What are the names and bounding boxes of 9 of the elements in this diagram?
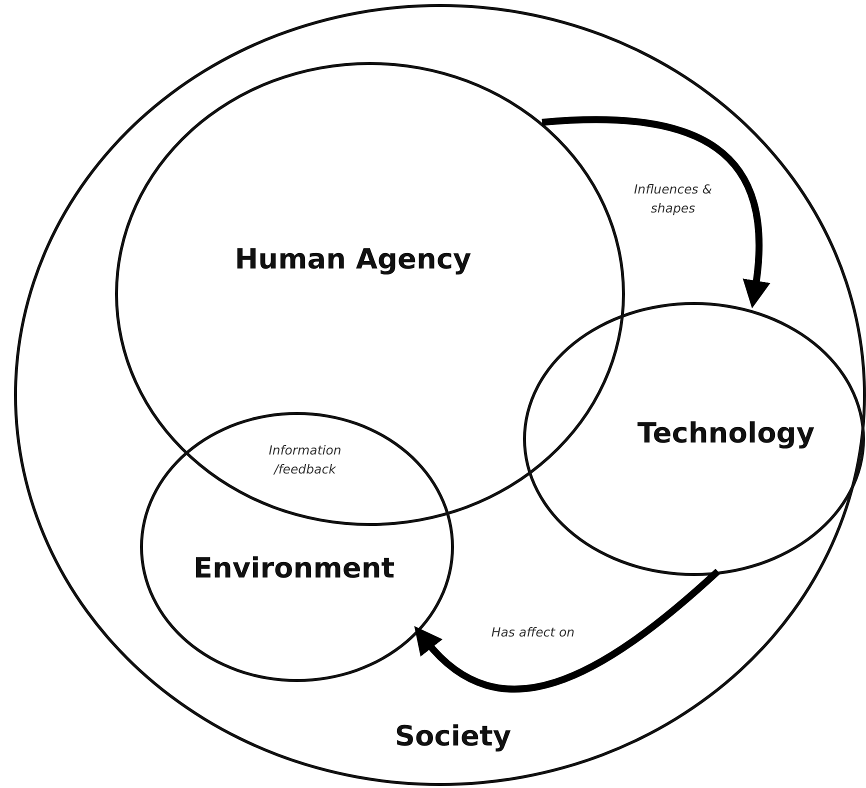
node-label: Technology <box>637 416 815 450</box>
curved-arrow <box>413 568 720 692</box>
curved-arrow <box>542 116 770 309</box>
ellipse-node <box>140 412 454 682</box>
node-label: Society <box>394 720 512 752</box>
ellipse-node <box>523 302 865 576</box>
annotation-text: Information /feedback <box>268 442 342 479</box>
node-label: Environment <box>193 552 395 584</box>
node-label: Human Agency <box>234 242 472 276</box>
